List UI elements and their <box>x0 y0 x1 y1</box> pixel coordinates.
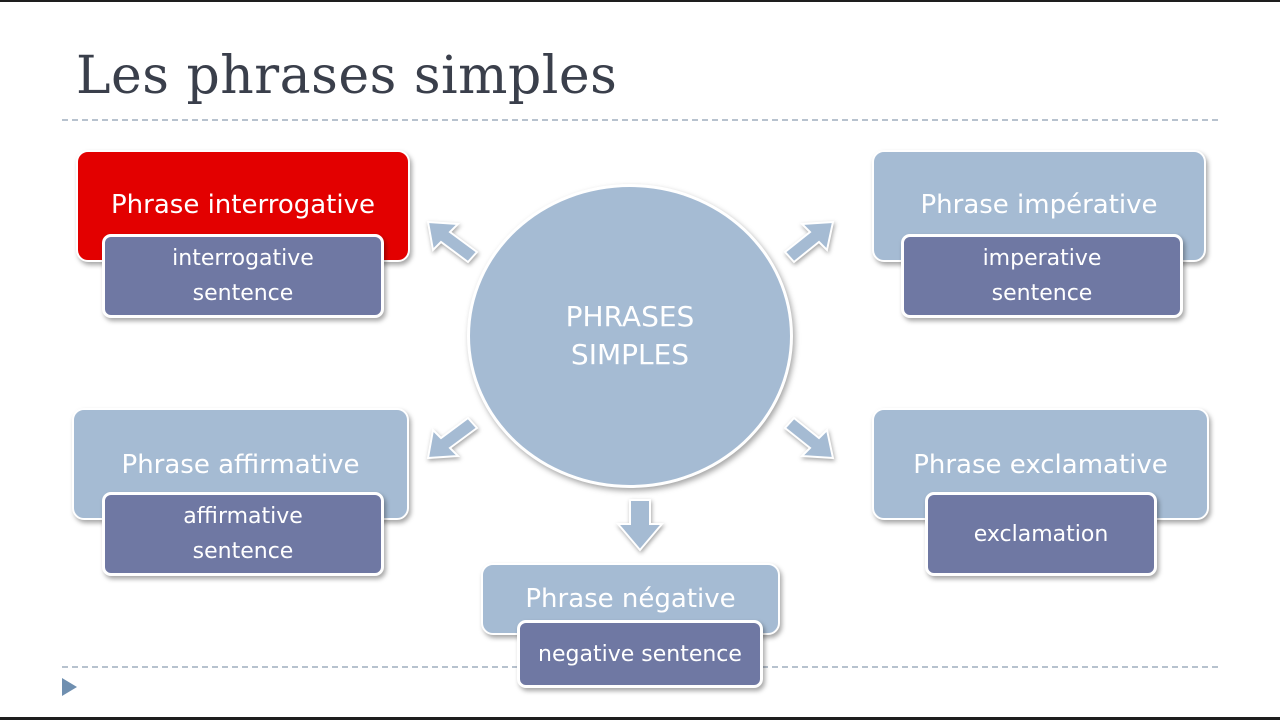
node-imperative-label: Phrase impérative <box>920 190 1158 220</box>
node-interrogative-label: Phrase interrogative <box>111 190 375 220</box>
translation-line: exclamation <box>973 521 1109 547</box>
translation-line: interrogative <box>172 246 314 271</box>
arrow-to-exclamative-icon <box>783 416 835 460</box>
arrow-to-negative-icon <box>615 499 665 552</box>
node-imperative-translation: imperative sentence <box>901 234 1183 318</box>
slide-title: Les phrases simples <box>76 46 618 106</box>
node-exclamative-translation: exclamation <box>925 492 1157 576</box>
node-interrogative-translation: interrogative sentence <box>102 234 384 318</box>
arrow-to-imperative-icon <box>783 220 835 264</box>
translation-line: sentence <box>192 539 294 564</box>
arrow-to-interrogative-icon <box>426 220 479 264</box>
title-divider <box>62 119 1218 121</box>
node-affirmative-label: Phrase affirmative <box>121 450 360 480</box>
center-label-line2: SIMPLES <box>570 338 690 371</box>
translation-line: affirmative <box>183 504 303 529</box>
translation-line: imperative <box>982 246 1102 271</box>
center-label-line1: PHRASES <box>565 300 695 333</box>
translation-line: negative sentence <box>538 641 742 667</box>
node-negative-label: Phrase négative <box>525 584 736 614</box>
arrow-to-affirmative-icon <box>426 416 479 460</box>
translation-line: sentence <box>991 281 1093 306</box>
node-exclamative-label: Phrase exclamative <box>913 450 1168 480</box>
translation-line: sentence <box>192 281 294 306</box>
bullet-triangle-icon <box>62 678 77 696</box>
node-affirmative-translation: affirmative sentence <box>102 492 384 576</box>
center-node: PHRASES SIMPLES <box>467 184 793 488</box>
node-negative-translation: negative sentence <box>517 620 763 688</box>
